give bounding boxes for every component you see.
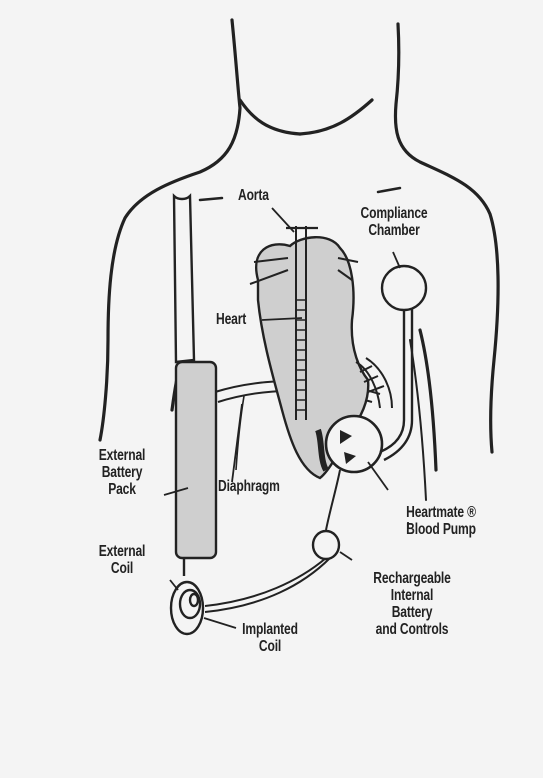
body-outline-left <box>100 20 240 440</box>
label-heart: Heart <box>216 311 246 328</box>
neck-left <box>240 100 300 134</box>
clavicle-left <box>200 198 222 200</box>
label-implanted-coil: Implanted Coil <box>239 621 301 655</box>
label-heartmate-blood-pump: Heartmate ® Blood Pump <box>390 504 491 538</box>
rechargeable-battery <box>313 531 339 559</box>
compliance-chamber <box>380 266 426 460</box>
label-aorta: Aorta <box>238 187 269 204</box>
label-rechargeable-internal-battery: Rechargeable Internal Battery and Contro… <box>362 570 462 638</box>
label-external-battery-pack: External Battery Pack <box>89 447 155 498</box>
label-compliance-chamber: Compliance Chamber <box>352 205 436 239</box>
label-diaphragm: Diaphragm <box>218 478 280 495</box>
label-external-coil: External Coil <box>89 543 155 577</box>
battery-strap <box>174 196 216 558</box>
neck-right <box>300 100 372 134</box>
clavicle-right <box>378 188 400 192</box>
external-coil <box>171 558 203 634</box>
